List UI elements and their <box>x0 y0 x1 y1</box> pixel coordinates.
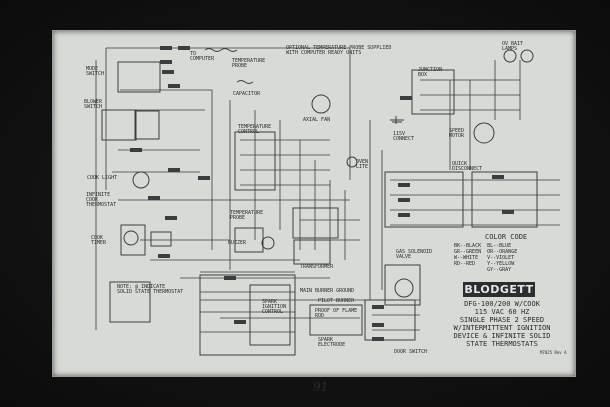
temperature-control-label: TEMPERATURE CONTROL <box>238 124 272 135</box>
quick-disconnect-label: QUICK DISCONNECT <box>452 161 483 172</box>
door-switch-label: DOOR SWITCH <box>394 349 428 355</box>
spark-ignition-label: SPARK IGNITION CONTROL <box>262 299 287 315</box>
brand-logo: BLODGETT <box>463 282 535 297</box>
model-spec: DFG-100/200 W/COOK 115 VAC 60 HZ SINGLE … <box>453 300 551 348</box>
temperature-probe-2-label: TEMPERATURE PROBE <box>230 210 264 221</box>
gas-solenoid-label: GAS SOLENOID VALVE <box>396 249 433 260</box>
axial-fan-label: AXIAL FAN <box>303 117 331 123</box>
spark-electrode-label: SPARK ELECTRODE <box>318 337 346 348</box>
junction-box-label: JUNCTION BOX <box>418 67 443 78</box>
lamps-label: OV BAIT LAMPS <box>502 41 524 52</box>
to-computer-label: TO COMPUTER <box>190 51 215 62</box>
solid-state-note: NOTE: @ INDICATE SOLID STATE THERMOSTAT <box>117 284 184 295</box>
revision-number: M7025 Rev A <box>540 350 567 355</box>
color-code-title: COLOR CODE <box>485 233 528 241</box>
speed-motor-label: SPEED MOTOR <box>449 128 465 139</box>
blower-switch-label: BLOWER SWITCH <box>84 99 103 110</box>
main-burner-ground-label: MAIN BURNER GROUND <box>300 288 355 294</box>
wiring-diagram-sheet <box>52 30 576 377</box>
transformer-label: TRANSFORMER <box>300 264 334 270</box>
infinite-thermostat-label: INFINITE COOK THERMOSTAT <box>86 192 117 208</box>
proof-of-flame-label: PROOF OF FLAME ROD <box>315 308 358 319</box>
mode-switch-label: MODE SWITCH <box>86 66 105 77</box>
cook-timer-label: COOK TIMER <box>91 235 107 246</box>
temperature-probe-label: TEMPERATURE PROBE <box>232 58 266 69</box>
pilot-burner-label: PILOT BURNER <box>318 298 355 304</box>
oven-light-label: OVEN LITE <box>356 159 369 170</box>
capacitor-label: CAPACITOR <box>233 91 261 97</box>
handwritten-note: 91 <box>313 380 329 394</box>
buzzer-label: BUZZER <box>228 240 247 246</box>
115v-connect-label: 115V CONNECT <box>393 131 415 142</box>
color-code-lines: BK--BLACK BL--BLUE GR--GREEN OR--ORANGE … <box>454 243 518 273</box>
cook-light-label: COOK LIGHT <box>87 175 118 181</box>
optional-probe-label: OPTIONAL TEMPERATURE PROBE SUPPLIED WITH… <box>286 45 392 56</box>
